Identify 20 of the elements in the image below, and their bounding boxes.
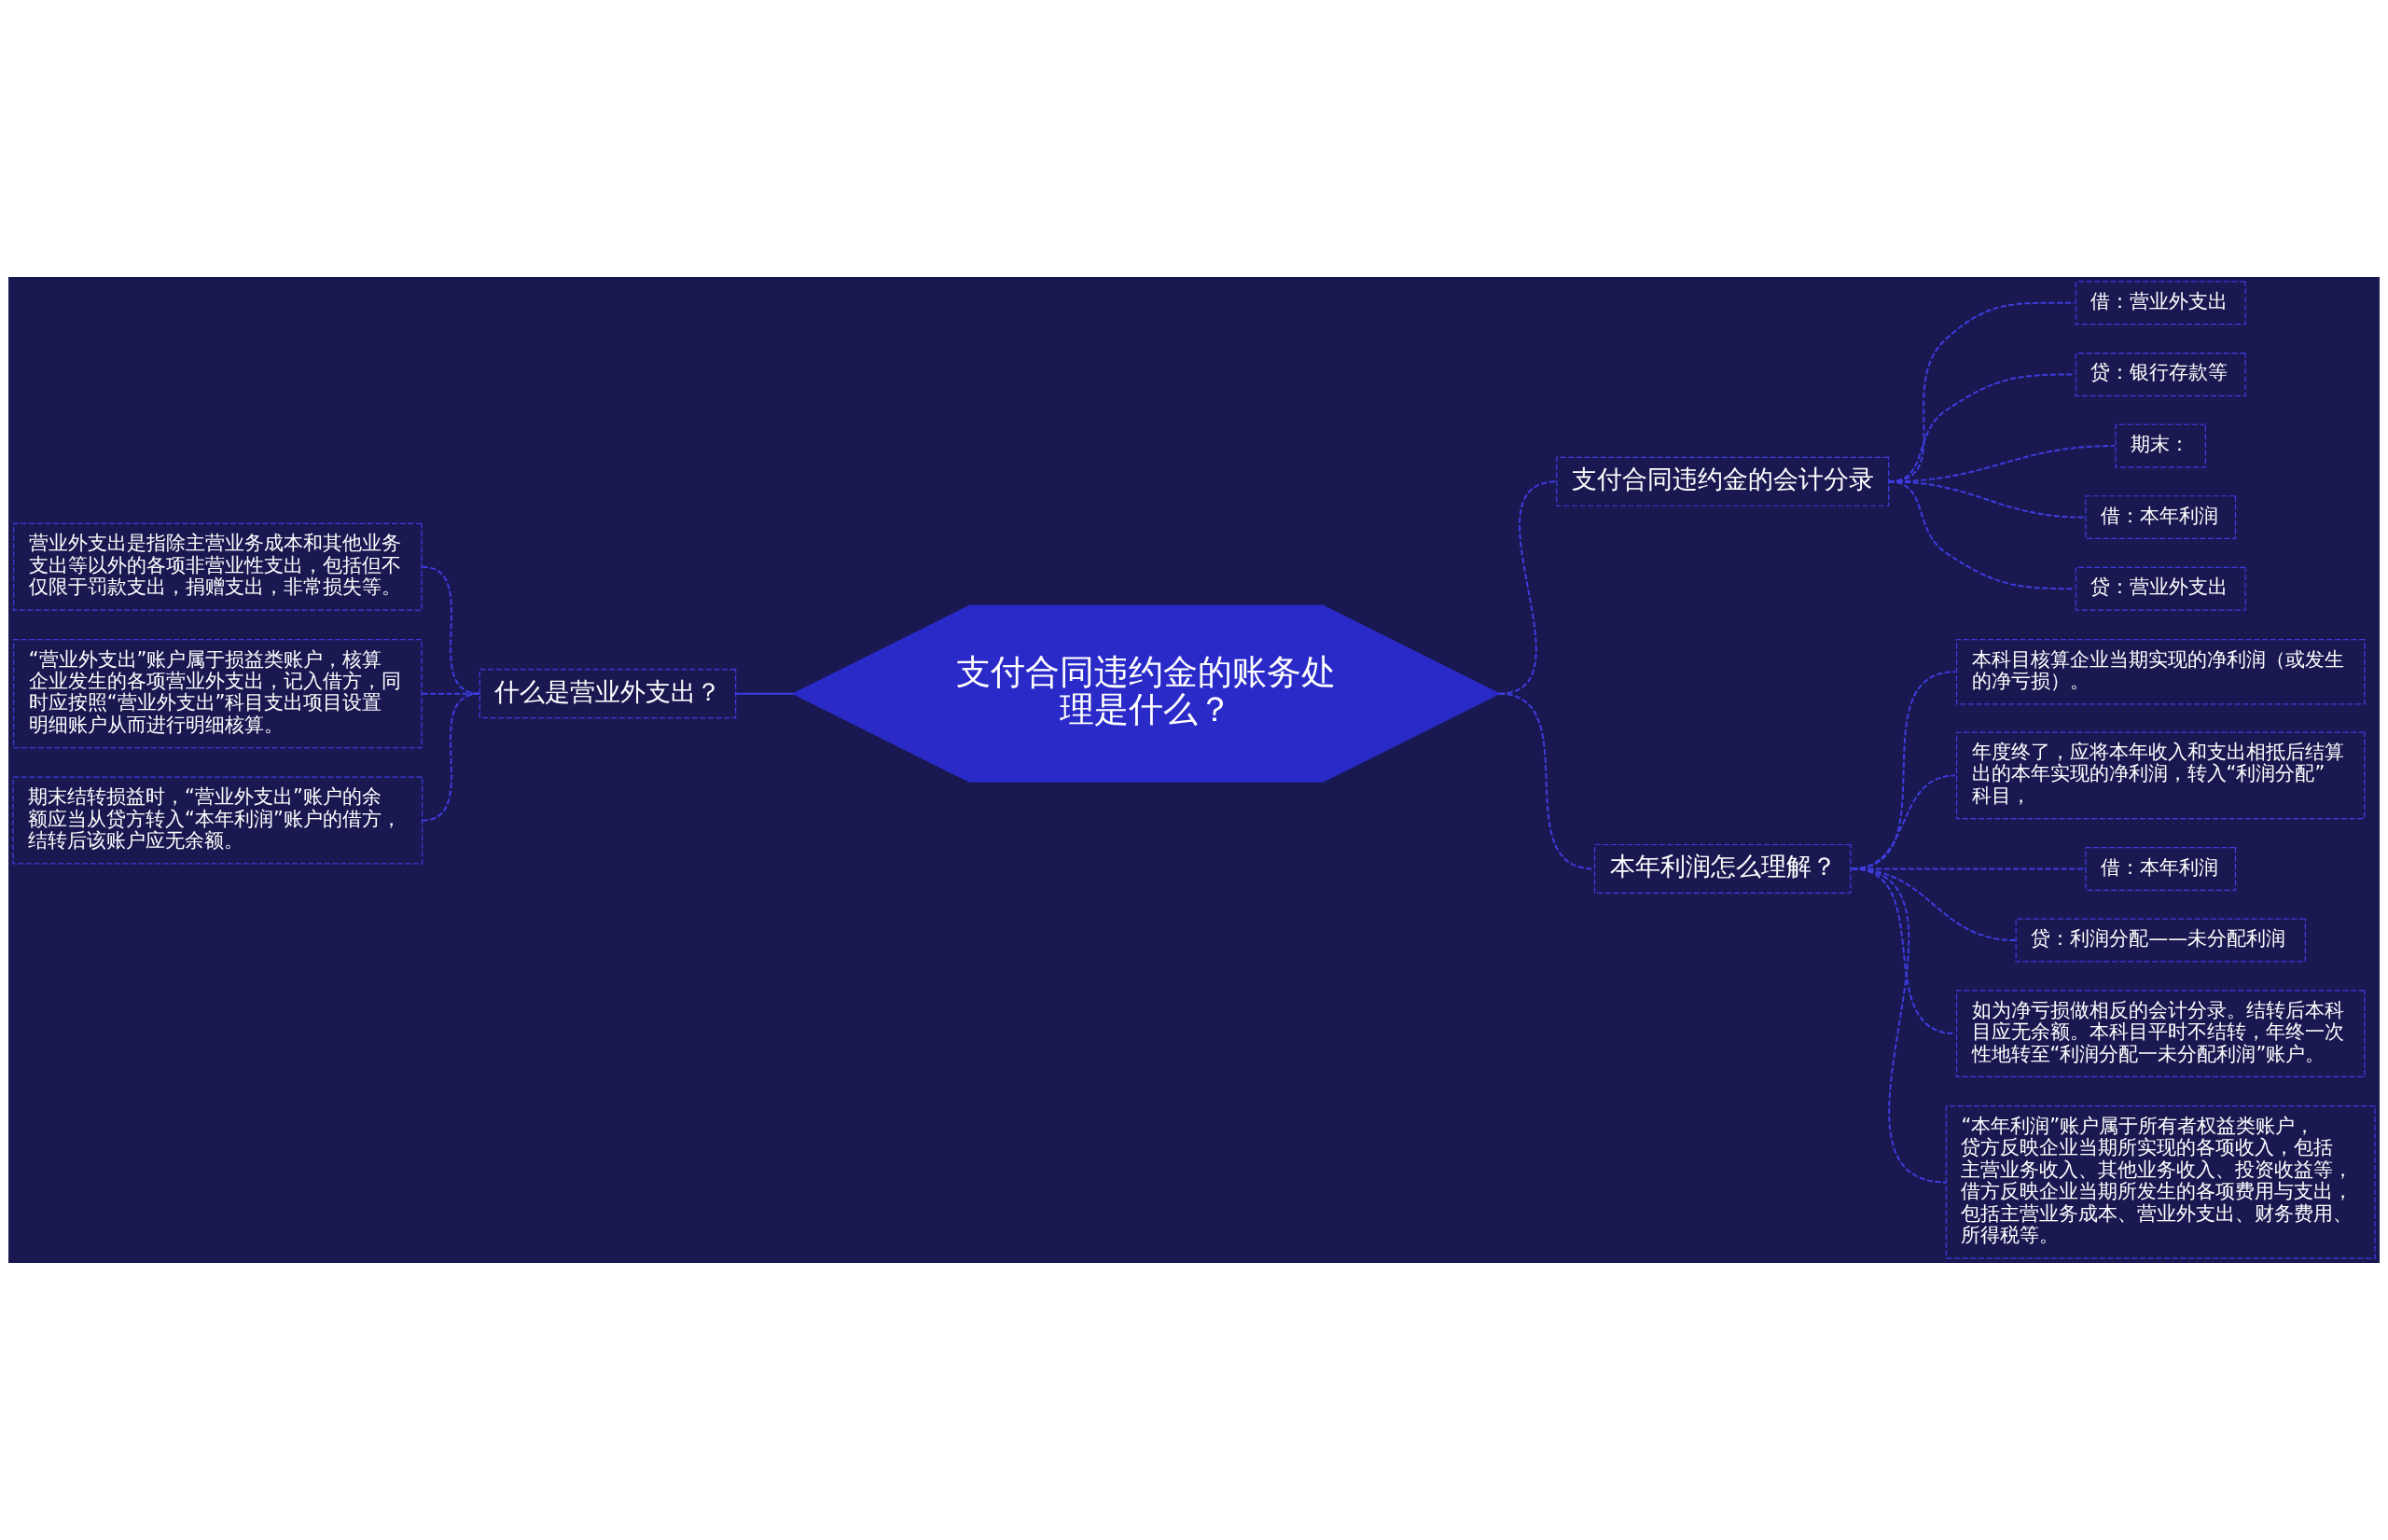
node-box: 贷：利润分配——未分配利润 — [2015, 918, 2306, 963]
node-box: 本科目核算企业当期实现的净利润（或发生的净亏损）。 — [1955, 638, 2366, 705]
node-box: 什么是营业外支出？ — [479, 669, 737, 719]
node-box: 贷：银行存款等 — [2075, 352, 2246, 396]
node-box: 期末： — [2115, 423, 2207, 468]
node-box: 如为净亏损做相反的会计分录。结转后本科目应无余额。本科目平时不结转，年终一次性地转至“利润分配一未分配利润”账户。 — [1955, 990, 2366, 1078]
node-box: 期末结转损益时，“营业外支出”账户的余额应当从贷方转入“本年利润”账户的借方，结转后该账户应无余额。 — [12, 776, 423, 865]
node-box: 本年利润怎么理解？ — [1593, 843, 1852, 894]
node-box: 借：本年利润 — [2085, 495, 2237, 540]
connector — [734, 692, 795, 695]
node-box: 借：本年利润 — [2085, 846, 2237, 891]
node-box: 营业外支出是指除主营业务成本和其他业务支出等以外的各项非营业性支出，包括但不仅限于罚款支出，捐赠支出，非常损失等。 — [12, 522, 423, 611]
node-box: “本年利润”账户属于所有者权益类账户，贷方反映企业当期所实现的各项收入，包括主营业务收入、其他业务收入、投资收益等，借方反映企业当期所发生的各项费用与支出，包括主营业务成本、营业外支出、财务费用、所得税等。 — [1945, 1105, 2376, 1259]
connector — [421, 692, 481, 822]
node-box: 年度终了，应将本年收入和支出相抵后结算出的本年实现的净利润，转入“利润分配”科目， — [1955, 731, 2366, 820]
node-box: 支付合同违约金的会计分录 — [1556, 456, 1890, 506]
node-box: 借：营业外支出 — [2075, 281, 2246, 326]
connector — [1851, 867, 1948, 1184]
node-box: 贷：营业外支出 — [2075, 566, 2246, 611]
node-box: “营业外支出”账户属于损益类账户，核算企业发生的各项营业外支出，记入借方，同时应按照“营业外支出”科目支出项目设置明细账户从而进行明细核算。 — [12, 638, 423, 749]
